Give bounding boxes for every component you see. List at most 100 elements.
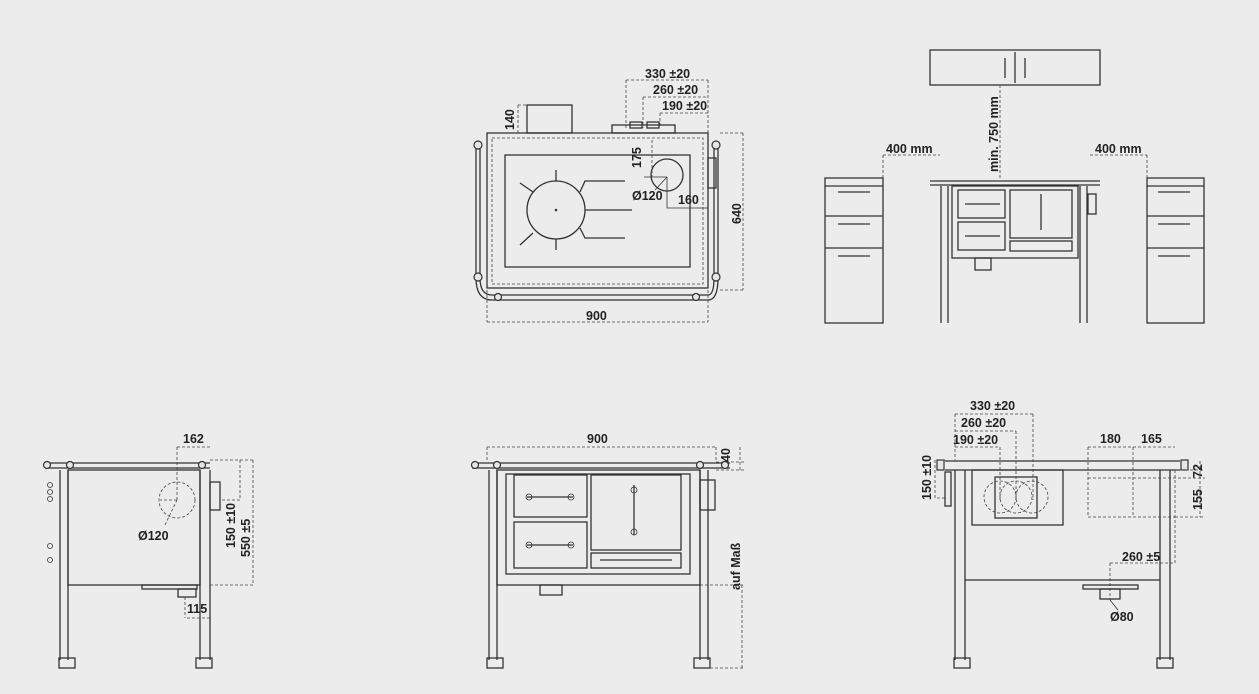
kitchen-installation-view: 400 mm 400 mm min. 750 mm [824,49,1205,324]
wall-cabinet [929,49,1101,86]
rail-knob [936,459,945,471]
firebox-door [590,474,682,551]
flue-dimension-lines [644,176,708,209]
dim-260: 260 ±20 [961,416,1006,430]
stove-body [951,185,1079,259]
stove-body-outline [486,132,709,289]
rail-knob [473,272,483,282]
leader-line [1109,599,1119,611]
hob-plate [504,154,691,268]
side-view: 162 Ø120 150 ±10 550 ±5 115 [42,432,255,669]
dim-640: 640 [730,203,744,224]
side-handle [707,157,717,189]
front-panel [505,473,691,575]
dim-900: 900 [586,309,607,323]
hob-ribs [519,170,632,250]
rail-knob [711,140,721,150]
ash-drawer [1009,240,1073,252]
rail-knob [473,140,483,150]
flue-opening [158,481,196,519]
bottom-plate [141,584,198,590]
handle-knob [567,493,575,501]
oven-door [957,221,1006,251]
front-view: 900 40 auf Maß [470,432,745,669]
legs [954,470,1171,660]
flue-position-260 [999,480,1033,514]
dim-260: 260 ±20 [653,83,698,97]
dimension-lines [486,132,745,323]
side-body [67,469,201,586]
dim-330: 330 ±20 [970,399,1015,413]
dim-162: 162 [183,432,204,446]
side-flue [1087,193,1097,215]
handle-knob [630,528,638,536]
flue-position-330 [1015,480,1049,514]
handle-knob [630,486,638,494]
bottom-flue [1099,588,1121,600]
bottom-flue [177,588,197,598]
rear-rail [945,460,1180,471]
side-flue [209,481,221,511]
front-rail [472,462,730,469]
rail-knob [65,460,75,470]
dim-72: 72 [1191,464,1205,478]
right-clearance: 400 mm [1095,142,1142,156]
dimension-lines [517,79,709,177]
door-handles [527,485,672,561]
rail-knob [493,292,503,302]
dim-550: 550 ±5 [239,519,253,557]
right-cabinet [1146,177,1205,324]
dimension-lines [934,413,1034,500]
min-height: min. 750 mm [987,96,1001,172]
rail-knob [691,292,701,302]
rear-flue-plate [971,469,1064,526]
rear-flue-stub [611,124,676,134]
oven-door [957,189,1006,219]
rail-knob [695,460,705,470]
top-view: 330 ±20 260 ±20 190 ±20 140 175 Ø120 160… [473,67,745,323]
dim-40: 40 [719,448,733,462]
rail-knob [720,460,730,470]
dim-165: 165 [1141,432,1162,446]
rail-knob [492,460,502,470]
legs [59,470,211,660]
flue-tab [629,121,643,129]
handle-knob [525,493,533,501]
foot [1156,657,1174,669]
dim-150: 150 ±10 [920,455,934,500]
rail-knob [470,460,480,470]
dimension-lines [160,446,255,619]
dimension-lines [486,446,745,669]
ash-drawer [590,552,682,569]
dim-155: 155 [1191,489,1205,510]
oven-door-top [513,474,588,518]
rail-knob [1180,459,1189,471]
rail-knob [197,460,207,470]
dim-custom-height: auf Maß [729,542,743,590]
dim-330: 330 ±20 [645,67,690,81]
side-flue [944,471,952,507]
dim-175: 175 [630,147,644,168]
left-clearance: 400 mm [886,142,933,156]
side-knobs [47,482,53,563]
dim-190: 190 ±20 [662,99,707,113]
rail-knob [711,272,721,282]
handle-knob [525,541,533,549]
dim-140: 140 [503,109,517,130]
dim-190: 190 ±20 [953,433,998,447]
inner-outline [491,137,704,285]
dimension-lines [882,85,1148,180]
right-drawers [1147,185,1204,257]
dim-180: 180 [1100,432,1121,446]
dim-flue-diameter: Ø120 [632,189,663,203]
foot [486,657,504,669]
foot [195,657,213,669]
stove-legs [940,186,1088,323]
legs [488,470,709,660]
side-rails [475,145,719,278]
front-rail [475,277,719,301]
foot [58,657,76,669]
bottom-flue [974,257,992,271]
foot [953,657,971,669]
